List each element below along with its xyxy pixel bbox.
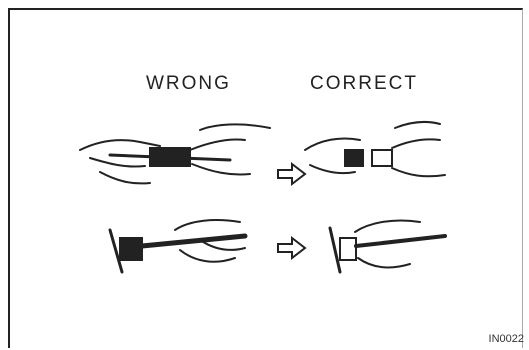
right-hand-icon: [392, 139, 440, 148]
wrong-bottom-illustration: [110, 220, 245, 272]
left-hand-icon: [80, 140, 160, 150]
wire-icon: [142, 236, 245, 246]
connector-icon: [340, 238, 356, 260]
arrow-right-icon: [278, 238, 305, 258]
arrow-right-icon: [278, 164, 305, 184]
wire-icon: [356, 236, 445, 246]
figure-code: IN0022: [489, 333, 524, 345]
correct-top-illustration: [305, 122, 445, 176]
hand-icon: [355, 220, 420, 232]
connector-icon: [372, 150, 392, 166]
connector-icon: [120, 238, 142, 260]
hand-icon: [175, 220, 240, 230]
connector-icon: [345, 150, 363, 166]
left-hand-icon: [305, 138, 360, 150]
panel-icon: [330, 228, 340, 272]
wrong-top-illustration: [80, 124, 270, 183]
right-hand-icon: [190, 139, 245, 150]
correct-bottom-illustration: [330, 220, 445, 272]
